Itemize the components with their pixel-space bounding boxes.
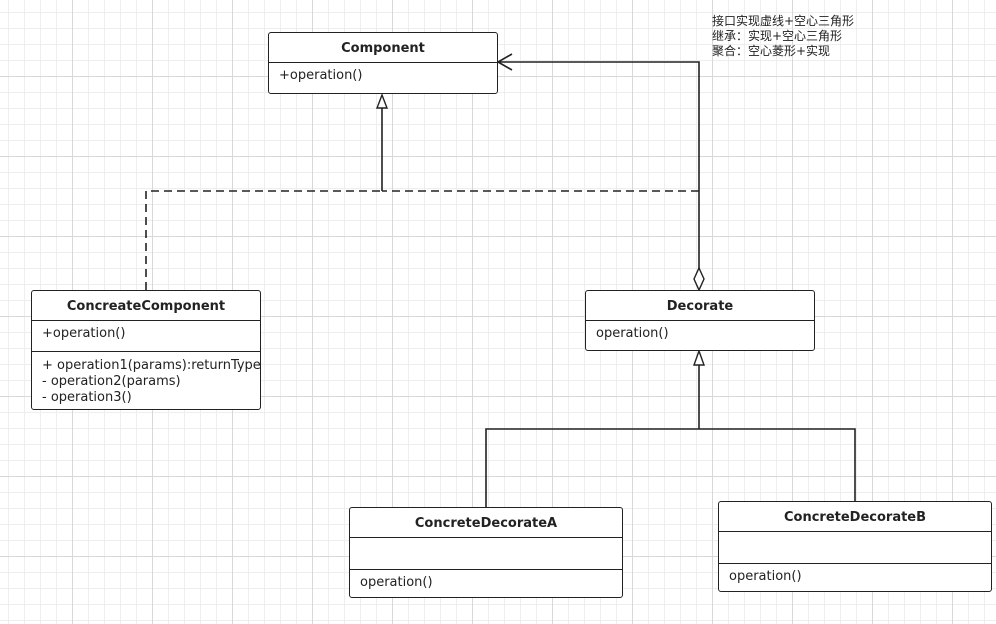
class-concrete-decorate-a[interactable]: ConcreteDecorateA operation() — [349, 507, 623, 598]
open-arrowhead-component — [496, 53, 513, 71]
class-component[interactable]: Component +operation() — [268, 32, 498, 94]
class-name: ConcreteDecorateB — [719, 502, 991, 532]
operation: - operation2(params) — [42, 374, 181, 389]
class-decorate[interactable]: Decorate operation() — [585, 290, 815, 351]
legend-note: 接口实现虚线+空心三角形 继承：实现+空心三角形 聚合：空心菱形+实现 — [712, 14, 854, 59]
attributes-section — [350, 538, 622, 570]
class-concreate-component[interactable]: ConcreateComponent +operation() + operat… — [31, 290, 261, 410]
hollow-triangle-arrowhead-component — [375, 93, 389, 109]
class-name: Component — [269, 33, 497, 63]
class-name: Decorate — [586, 291, 814, 321]
hollow-triangle-arrowhead-decorate — [693, 348, 705, 366]
inheritance-connector — [485, 365, 856, 507]
note-line-1: 接口实现虚线+空心三角形 — [712, 14, 855, 28]
attributes-section — [719, 532, 991, 564]
hollow-diamond-aggregation — [693, 266, 705, 292]
class-name: ConcreteDecorateA — [350, 508, 622, 538]
operation: operation() — [729, 569, 802, 584]
aggregation-connector — [498, 61, 700, 272]
attribute: +operation() — [42, 326, 126, 341]
operation: + operation1(params):returnType — [42, 358, 261, 373]
operations-section: +operation() — [269, 63, 497, 93]
note-line-2: 继承：实现+空心三角形 — [712, 29, 843, 43]
realization-connector-concrete-component — [145, 190, 382, 290]
operation: - operation3() — [42, 390, 132, 405]
operations-section: operation() — [350, 570, 622, 591]
class-concrete-decorate-b[interactable]: ConcreteDecorateB operation() — [718, 501, 992, 592]
operations-section: operation() — [719, 564, 991, 585]
operations-section: operation() — [586, 321, 814, 350]
note-line-3: 聚合：空心菱形+实现 — [712, 44, 831, 58]
operations-section: + operation1(params):returnType - operat… — [32, 352, 261, 406]
class-name: ConcreateComponent — [32, 291, 260, 321]
operation: operation() — [596, 326, 669, 341]
operation: operation() — [360, 575, 433, 590]
attributes-section: +operation() — [32, 321, 260, 352]
operation: +operation() — [279, 68, 363, 83]
